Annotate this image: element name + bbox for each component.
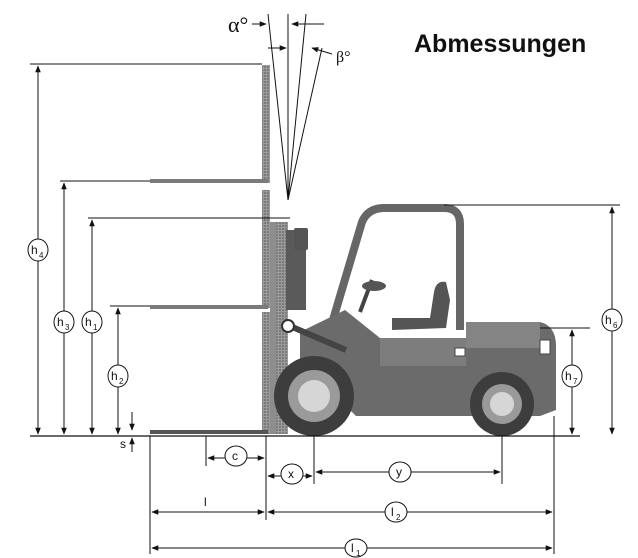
beta-angle-label: β°	[336, 49, 351, 66]
label-s: s	[120, 437, 126, 451]
label-h1: h 1	[81, 310, 103, 334]
length-dimension-lines	[149, 416, 555, 554]
alpha-angle-label: α°	[228, 12, 248, 37]
label-h7: h 7	[561, 364, 583, 388]
svg-text:2: 2	[119, 377, 124, 386]
svg-text:h: h	[605, 313, 612, 327]
svg-text:1: 1	[356, 549, 361, 558]
label-h2: h 2	[107, 364, 129, 388]
svg-text:6: 6	[613, 321, 618, 330]
svg-text:3: 3	[65, 323, 70, 332]
front-wheel	[274, 356, 354, 436]
rear-wheel	[470, 372, 534, 436]
svg-text:c: c	[232, 449, 238, 463]
svg-text:x: x	[288, 467, 294, 481]
svg-text:l: l	[351, 541, 354, 555]
svg-text:h: h	[31, 243, 38, 257]
svg-text:1: 1	[93, 323, 98, 332]
label-x: x	[280, 463, 304, 485]
height-dimension-lines	[30, 63, 290, 452]
label-y: y	[388, 461, 412, 483]
label-c: c	[224, 445, 248, 467]
label-h6: h 6	[601, 308, 623, 332]
page-title: Abmessungen	[414, 30, 587, 58]
svg-text:h: h	[57, 315, 64, 329]
svg-text:4: 4	[39, 251, 44, 260]
label-l1: l 1	[344, 538, 368, 558]
svg-text:s: s	[120, 437, 126, 451]
svg-text:7: 7	[573, 377, 578, 386]
svg-text:l: l	[204, 495, 207, 509]
svg-text:2: 2	[396, 513, 401, 522]
svg-text:l: l	[391, 505, 394, 519]
svg-text:h: h	[85, 315, 92, 329]
svg-text:y: y	[396, 465, 402, 479]
label-h4: h 4	[27, 238, 49, 262]
label-l2: l 2	[384, 501, 408, 523]
svg-text:h: h	[565, 369, 572, 383]
label-l: l	[204, 495, 207, 509]
label-h3: h 3	[53, 310, 75, 334]
svg-text:h: h	[111, 369, 118, 383]
tilt-angle-lines	[252, 13, 333, 201]
